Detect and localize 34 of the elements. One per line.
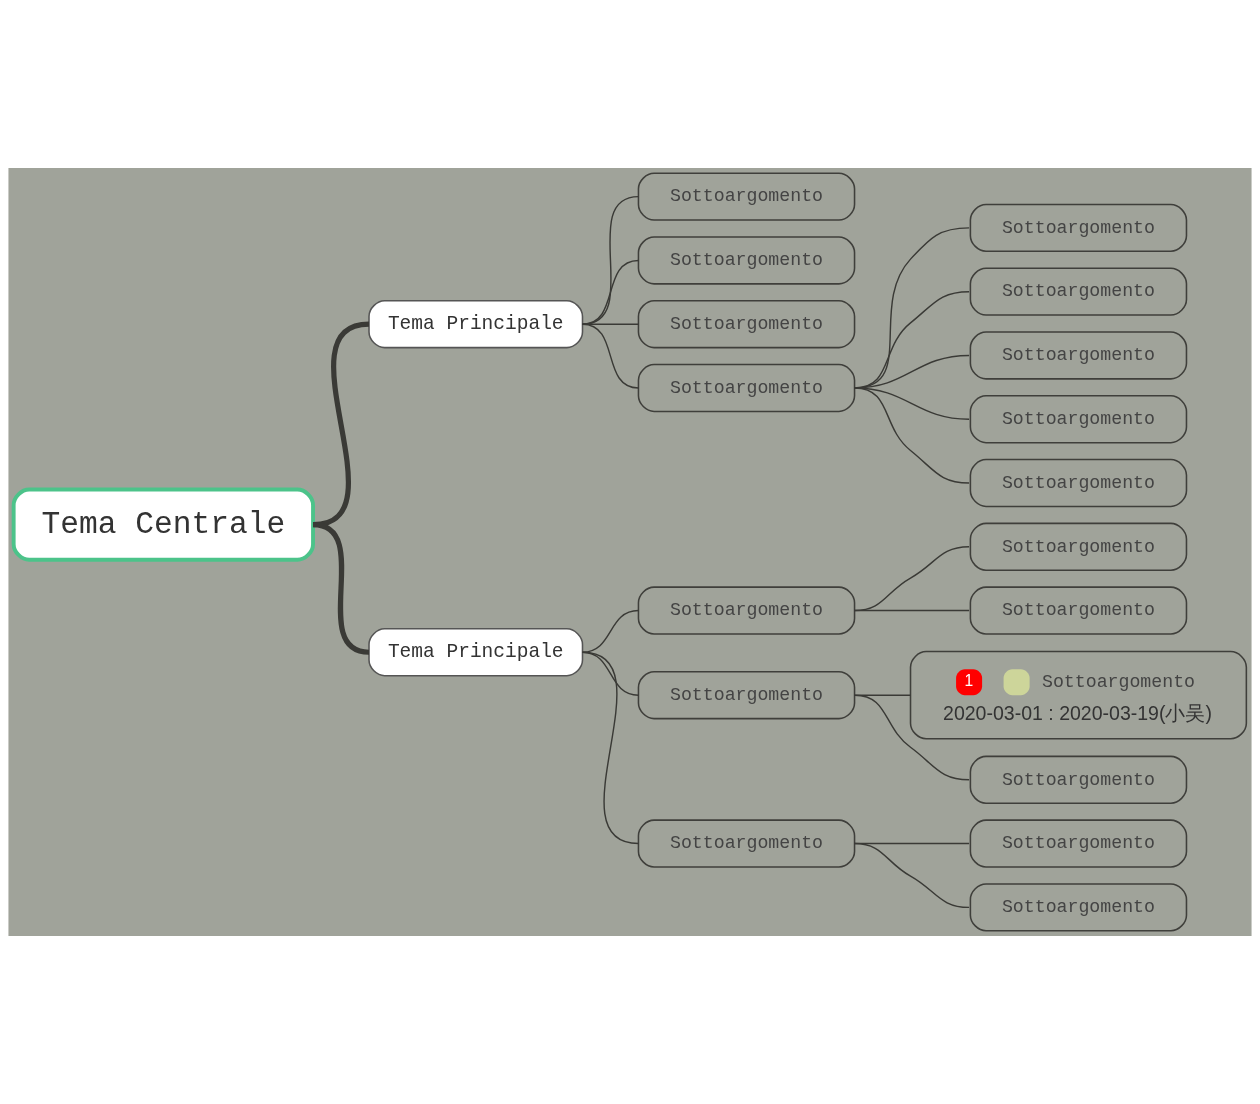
connector bbox=[853, 387, 970, 484]
node-box: Sottoargomento bbox=[637, 586, 856, 635]
node-box: Tema Centrale bbox=[11, 487, 315, 562]
connector bbox=[581, 323, 640, 325]
connector bbox=[581, 195, 640, 325]
connector bbox=[853, 842, 970, 909]
node-box: Sottoargomento bbox=[969, 755, 1188, 804]
node-box: Sottoargomento bbox=[969, 819, 1188, 868]
connector bbox=[312, 522, 370, 655]
node-box: Sottoargomento bbox=[969, 883, 1188, 932]
node-box: Sottoargomento bbox=[969, 267, 1188, 316]
node-box: Sottoargomento bbox=[969, 395, 1188, 444]
node-box: Sottoargomento bbox=[637, 671, 856, 720]
node-box: Sottoargomento bbox=[637, 236, 856, 285]
node-box: Sottoargomento bbox=[637, 363, 856, 413]
node-box: Tema Principale bbox=[368, 300, 584, 349]
connector bbox=[853, 694, 970, 781]
connector bbox=[581, 323, 640, 389]
connector bbox=[581, 259, 640, 325]
connector bbox=[853, 694, 912, 696]
node-box: Sottoargomento bbox=[969, 203, 1188, 253]
node-box: Sottoargomento bbox=[637, 300, 856, 349]
connector bbox=[853, 609, 970, 612]
node-box: Tema Principale bbox=[368, 628, 584, 677]
connector bbox=[581, 609, 640, 653]
node-box: 1 Sottoargomento 2020-03-01 : 2020-03-19(小吴) bbox=[909, 650, 1248, 740]
connector bbox=[581, 651, 640, 845]
connector bbox=[853, 546, 970, 612]
node-box: Sottoargomento bbox=[969, 331, 1188, 380]
node-box: Sottoargomento bbox=[637, 819, 856, 868]
node-box: Sottoargomento bbox=[969, 522, 1188, 571]
node-box: Sottoargomento bbox=[637, 172, 856, 221]
node-box: Sottoargomento bbox=[969, 458, 1188, 508]
node-box: Sottoargomento bbox=[969, 586, 1188, 635]
